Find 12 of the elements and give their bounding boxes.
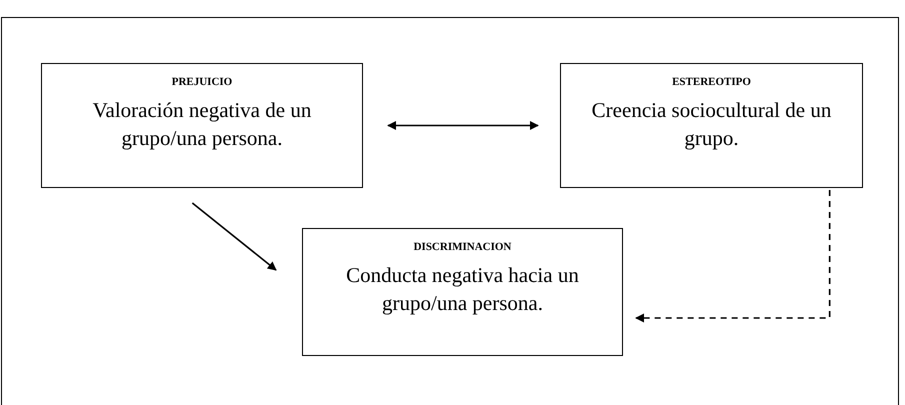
box-description: Creencia sociocultural de un grupo. [590, 96, 832, 152]
arrow [192, 202, 277, 271]
concept-box [41, 63, 363, 188]
concept-box [560, 63, 863, 188]
concept-box [302, 228, 623, 356]
arrow [387, 121, 539, 130]
box-heading: ESTEREOTIPO [672, 76, 751, 90]
box-description: Conducta negativa hacia un grupo/una persona. [345, 262, 580, 317]
box-description: Valoración negativa de un grupo/una persona. [92, 96, 312, 152]
box-heading: DISCRIMINACION [414, 241, 512, 255]
arrow [635, 190, 830, 322]
box-heading: PREJUICIO [172, 76, 232, 90]
